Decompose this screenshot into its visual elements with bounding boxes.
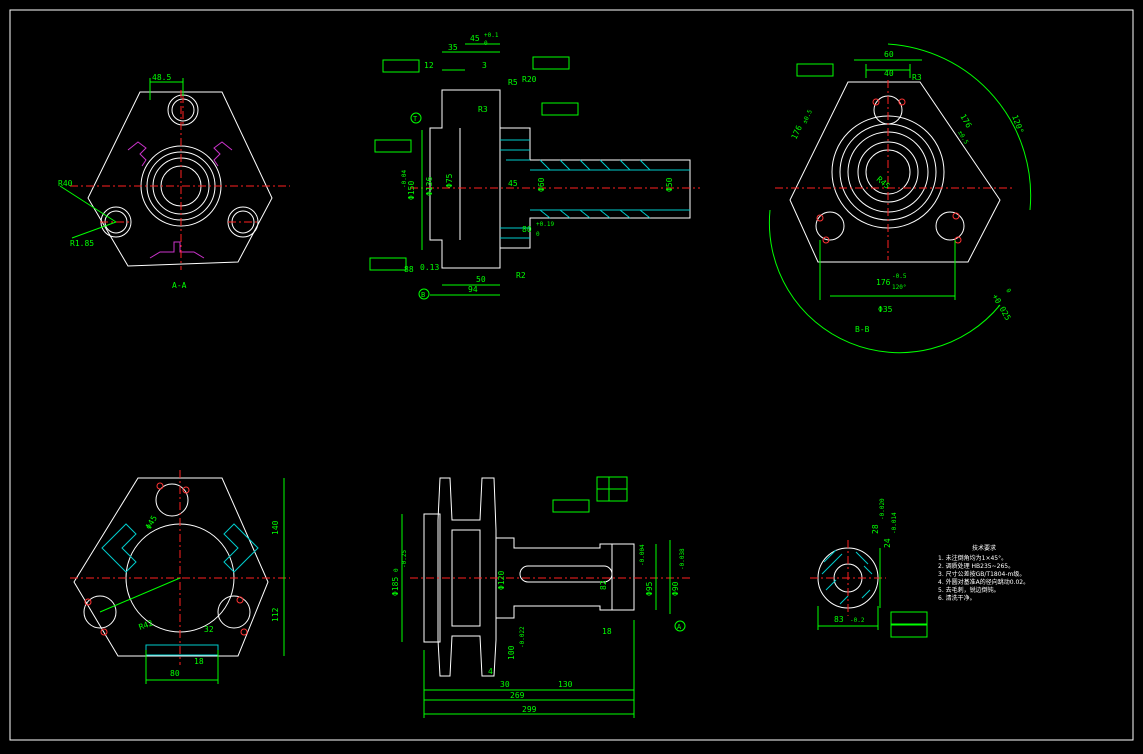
view-shaft-bottom-middle	[401, 476, 690, 718]
note-line-4: 4. 外圆对基准A的径向跳动0.02。	[938, 579, 1030, 586]
v2-dim-8: Φ75	[445, 173, 454, 188]
v2-dim-20: 50	[476, 275, 486, 284]
v2-dim-14: 45	[508, 179, 518, 188]
v5-dim-12: 299	[522, 705, 537, 714]
view-flange-bottom-left	[70, 470, 290, 684]
v2-dim-12: Φ60	[537, 177, 546, 192]
v3-dim-10: 120°	[892, 284, 906, 291]
v2-dim-9: Φ136	[425, 177, 434, 196]
v2-dim-15: 80	[522, 225, 532, 234]
drawing-frame	[9, 9, 1134, 741]
v2-dim-17: 0	[536, 231, 540, 238]
v3-dim-12: Φ35	[878, 305, 893, 314]
view-flange-top-left	[59, 78, 290, 270]
v2-dim-13: Φ50	[665, 177, 674, 192]
v3-dim-2: R3	[912, 73, 922, 82]
v5-dim-13: Φ95	[645, 581, 654, 596]
v4-dim-2: 112	[271, 607, 280, 622]
v6-dim-2: 28	[871, 524, 880, 534]
v5-dim-3: Φ120	[497, 571, 506, 590]
v5-dim-16: -0.038	[679, 548, 686, 570]
v6-dim-4: 24	[883, 538, 892, 548]
v4-dim-3: R42	[138, 618, 155, 631]
view-bb-top-right	[768, 43, 1032, 354]
v5-datum: A	[677, 623, 682, 631]
v5-dim-0: Φ185	[391, 577, 400, 596]
v3-dim-0: 60	[884, 50, 894, 59]
v5-dim-4: 100	[507, 645, 516, 660]
v3-dim-9: -0.5	[892, 273, 907, 280]
v1-section-label: A-A	[172, 281, 187, 290]
v2-dim-4: 12	[424, 61, 434, 70]
v2-dim-3: 0	[484, 40, 488, 47]
v2-dim-6: R5	[508, 78, 518, 87]
v4-dim-5: 18	[194, 657, 204, 666]
v4-dim-4: 32	[204, 625, 214, 634]
v2-dim-5: 3	[482, 61, 487, 70]
v3-dim-5: ±0.5	[801, 108, 814, 124]
v2-dim-10: Φ150	[407, 181, 416, 200]
technical-notes: 技术要求 1. 未注倒角均为1×45°。 2. 调质处理 HB235~265。 …	[938, 545, 1030, 603]
v1-dim-top: 48.5	[152, 73, 171, 82]
v5-dim-1: 0	[393, 568, 400, 572]
note-line-6: 6. 清洗干净。	[938, 595, 976, 602]
v5-dim-8: 130	[558, 680, 573, 689]
v2-dim-1: 45	[470, 34, 480, 43]
v2-dim-19: 0.13	[420, 263, 439, 272]
v5-dim-14: -0.004	[639, 544, 646, 566]
v5-dim-2: -0.25	[401, 550, 408, 568]
v4-dim-6: 80	[170, 669, 180, 678]
v1-dim-left: R40	[58, 179, 73, 188]
v2-dim-2: +0.1	[484, 32, 499, 39]
v2-dim-7: R20	[522, 75, 537, 84]
v2-dim-23: R3	[478, 105, 488, 114]
v3-dim-13: +0.025	[990, 293, 1012, 323]
note-line-3: 3. 尺寸公差按GB/T1804-m级。	[938, 571, 1026, 578]
v3-dim-6: 176	[958, 113, 973, 130]
v5-dim-5: -0.022	[519, 626, 526, 648]
v3-dim-14: 0	[1004, 288, 1012, 295]
v3-dim-1: 40	[884, 69, 894, 78]
note-line-2: 2. 调质处理 HB235~265。	[938, 563, 1015, 570]
v5-dim-9: 30	[500, 680, 510, 689]
v3-section-label: B-B	[855, 325, 870, 334]
v2-dim-21: 94	[468, 285, 478, 294]
view-ring-bottom-right	[810, 540, 928, 638]
v4-dim-1: 140	[271, 520, 280, 535]
v1-dim-diag: R1.85	[70, 239, 94, 248]
v2-datum: B	[421, 291, 425, 299]
v5-dim-7: 18	[602, 627, 612, 636]
v6-dim-0: 83	[834, 615, 844, 624]
v2-dim-18: 88	[404, 265, 414, 274]
note-line-5: 5. 去毛刺，锐边倒钝。	[938, 587, 1000, 594]
v4-dim-0: Φ45	[144, 514, 159, 531]
v5-dim-11: 269	[510, 691, 525, 700]
v2-dim-11: -0.04	[401, 170, 408, 188]
v5-dim-6: 82	[599, 580, 608, 590]
view-section-top-middle	[369, 43, 700, 300]
v5-dim-10: 4	[488, 667, 493, 676]
v6-dim-1: -0.2	[850, 617, 865, 624]
v2-datum2: T	[413, 115, 418, 123]
v6-dim-3: -0.020	[879, 498, 886, 520]
notes-title: 技术要求	[971, 545, 996, 552]
v6-dim-5: -0.014	[891, 512, 898, 534]
v3-dim-4: 176	[790, 124, 804, 141]
note-line-1: 1. 未注倒角均为1×45°。	[938, 555, 1008, 562]
v5-dim-15: Φ90	[671, 581, 680, 596]
v3-dim-8: 176	[876, 278, 891, 287]
v2-dim-22: R2	[516, 271, 526, 280]
v2-dim-0: 35	[448, 43, 458, 52]
v2-dim-16: +0.19	[536, 221, 554, 228]
